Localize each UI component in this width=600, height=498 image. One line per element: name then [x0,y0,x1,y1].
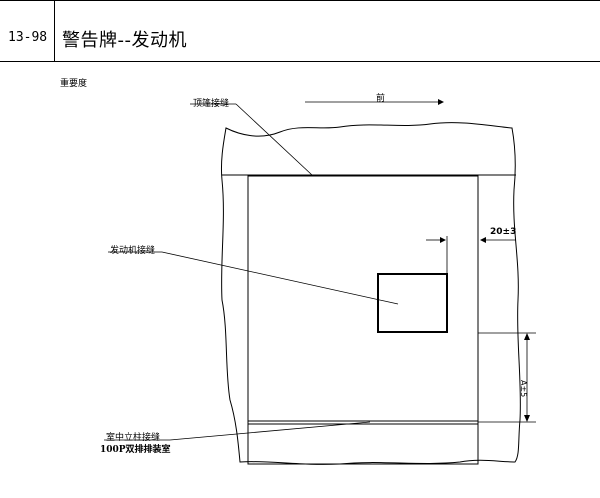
dim-left-arrow-head [440,237,446,243]
roof-leader-diagonal [235,103,313,176]
bottom-leader-diagonal [169,421,371,441]
warning-label-area [247,175,479,465]
panel-outline [221,122,521,465]
label-pillar-seam: 室中立柱接缝 [106,433,161,443]
dim-right-arrow-head [480,237,486,243]
label-seat-compartment: 100P双排排装室 [100,445,171,455]
engine-warning-label [377,273,448,333]
header-top-rule [0,0,600,1]
label-engine-seam: 发动机接缝 [110,246,156,256]
side-dim-arrow-top [524,333,530,340]
header-bottom-rule [0,61,600,62]
label-dimension-side: A±5 [519,380,528,398]
document-title: 警告牌--发动机 [62,30,187,51]
label-front-direction: 前 [376,94,386,104]
label-roof-seam: 顶篷接缝 [193,99,230,109]
front-arrow-head [438,99,444,105]
side-dim-arrow-bottom [524,415,530,422]
engine-leader-diagonal [161,251,399,305]
document-header: 13-98 警告牌--发动机 [0,0,600,62]
label-dimension-offset: 20±3 [490,227,517,237]
header-divider [54,0,55,62]
importance-note: 重要度 [60,79,88,89]
document-number: 13-98 [8,30,48,45]
